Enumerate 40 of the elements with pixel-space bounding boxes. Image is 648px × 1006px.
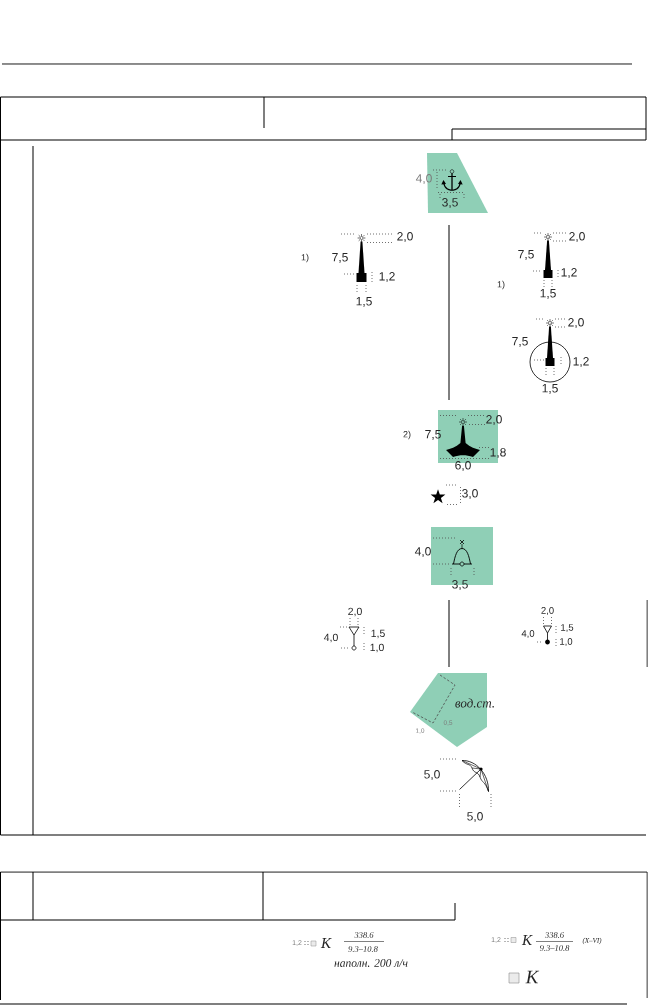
dimension-label: 4,0: [414, 547, 431, 557]
dimension-label: 1,5: [356, 297, 372, 307]
dimension-label: 7,5: [332, 253, 348, 263]
letter-label: К: [521, 935, 533, 945]
dimension-label: 2,0: [348, 607, 362, 617]
dimension-label: 7,5: [518, 250, 534, 260]
dimension-label: 6,0: [455, 461, 471, 471]
letter-label: К: [320, 938, 332, 948]
denominator-text: 9.3–10.8: [348, 946, 378, 952]
dimension-label: 1,5: [540, 289, 556, 299]
dimension-label: 3,5: [442, 198, 458, 208]
dimension-label: 1,2: [379, 272, 395, 282]
numerator-text: 338.6: [354, 932, 374, 938]
dimension-label: 4,0: [323, 633, 338, 643]
denominator-text: 9.3–10.8: [539, 945, 570, 951]
dimension-label: 5,0: [467, 812, 483, 822]
dimension-label: 1,0: [560, 638, 573, 646]
dimension-label: 3,0: [462, 489, 478, 499]
dimension-label: 2,0: [569, 232, 585, 242]
numerator-text: 338.6: [544, 932, 564, 938]
dimension-label: 1,5: [542, 384, 558, 394]
dimension-label: 7,5: [512, 337, 528, 347]
note-marker: 2): [403, 430, 411, 440]
dimension-label: 2,0: [568, 318, 584, 328]
note-marker: 1): [497, 280, 505, 290]
dimension-label: 4,0: [521, 630, 535, 638]
note-marker: 1): [301, 253, 309, 263]
dimension-label: 1,5: [561, 624, 574, 632]
dimension-label: 3,5: [452, 580, 468, 590]
dimension-label: 5,0: [424, 770, 440, 780]
dimension-label: 1,5: [371, 629, 385, 639]
dimension-label: 1,0: [370, 643, 384, 653]
dimension-label: 7,5: [425, 430, 441, 440]
dimension-label: 1,2: [561, 268, 577, 278]
dimension-label: 1,2: [573, 357, 589, 367]
dimension-label: 1,8: [490, 448, 506, 458]
note-text: наполн. 200 л/ч: [334, 959, 408, 967]
letter-label: К: [525, 970, 540, 984]
dimension-label: 2,0: [397, 232, 413, 242]
dimension-label: 2,0: [541, 607, 554, 615]
